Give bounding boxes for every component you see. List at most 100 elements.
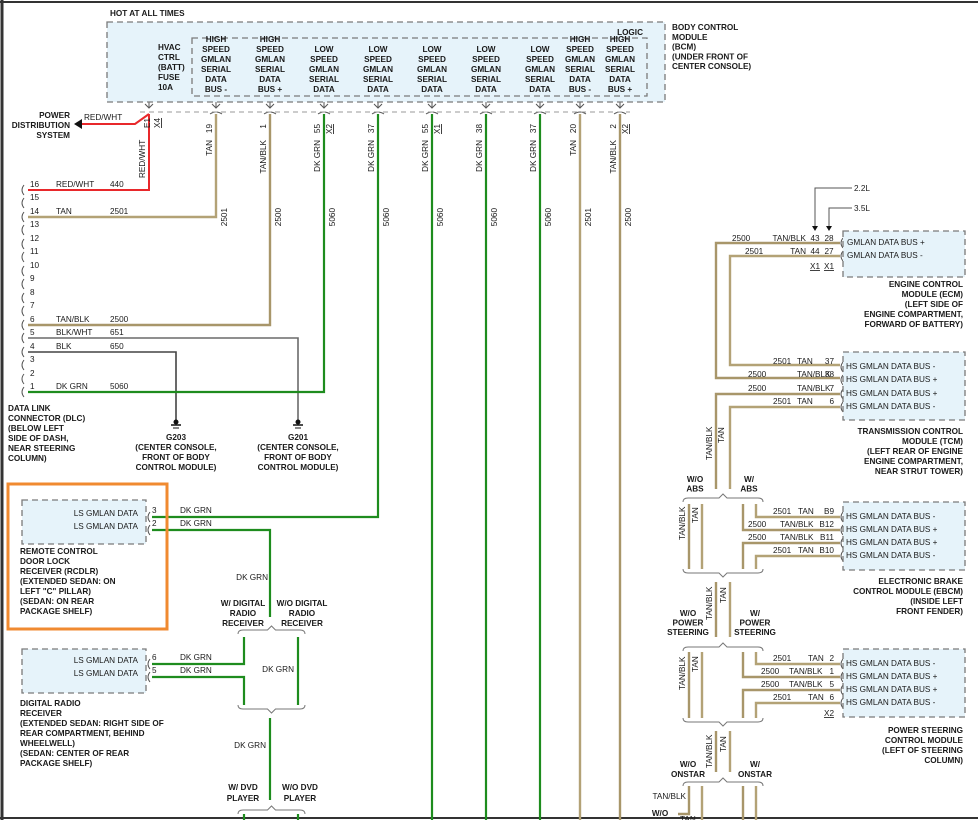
power-wire-color: RED/WHT [84, 113, 122, 122]
dlc-pin-number: 11 [30, 247, 39, 256]
digital-radio-name-line: (EXTENDED SEDAN: RIGHT SIDE OF [20, 719, 164, 728]
radio-wire-color: DK GRN [180, 666, 212, 675]
bcm-name-line: (BCM) [672, 43, 696, 52]
ebcm-wire-color: TAN [798, 507, 814, 516]
bcm-circuit-number: 2500 [274, 208, 283, 227]
bcm-pin-number: 55 [421, 124, 430, 134]
tan-label: TAN [691, 507, 700, 523]
engine-option-leader [829, 208, 852, 228]
bcm-circuit-4-label-line: SPEED [364, 55, 392, 64]
bcm-pin-number: 20 [569, 124, 578, 134]
pscm-pin-label: HS GMLAN DATA BUS + [846, 672, 938, 681]
option-with-ps-label-line: W/ [750, 609, 761, 618]
ps-join-brace [683, 718, 763, 726]
bcm-circuit-2-label-line: BUS + [258, 85, 283, 94]
bcm-circuit-5-label-line: GMLAN [417, 65, 447, 74]
fuse-label-line: (BATT) [158, 63, 185, 72]
option-without-ps-label-line: STEERING [667, 628, 709, 637]
ebcm-pin-number: B11 [820, 533, 834, 542]
tcm-pin-number: 37 [825, 357, 835, 366]
option-without-radio-label-line: W/O DIGITAL [277, 599, 328, 608]
bcm-circuit-9-label-line: BUS + [608, 85, 633, 94]
option-without-radio-label-line: RECEIVER [281, 619, 323, 628]
ebcm-pin-number: B10 [819, 546, 834, 555]
connector-pin-icon [22, 360, 24, 370]
bcm-circuit-1-label-line: HIGH [206, 35, 227, 44]
connector-pin-icon [22, 225, 24, 235]
bcm-circuit-6-label-line: DATA [475, 85, 497, 94]
bcm-connector-id: X2 [621, 124, 630, 134]
bcm-name-line: (UNDER FRONT OF [672, 52, 748, 61]
pscm-wire-color: TAN [808, 654, 824, 663]
ebcm-name-line: FRONT FENDER) [896, 607, 963, 616]
option-without-radio-label-line: RADIO [289, 609, 316, 618]
dlc-pin-number: 7 [30, 301, 35, 310]
ebcm-pin-number: B9 [824, 507, 834, 516]
digital-radio-name-line: PACKAGE SHELF) [20, 759, 92, 768]
ecm-pin-label: GMLAN DATA BUS + [847, 238, 925, 247]
rcdlr-name-line: LEFT "C" PILLAR) [20, 587, 91, 596]
dlc-wire-color: BLK/WHT [56, 328, 92, 337]
tcm-circuit-number: 2500 [748, 384, 767, 393]
tcm-wire-color: TAN [797, 397, 813, 406]
ebcm-pin-number: B12 [819, 520, 834, 529]
dlc-pin-number: 1 [30, 382, 35, 391]
ground-g201-label-line: FRONT OF BODY [264, 453, 332, 462]
dlc-wire-color: TAN/BLK [56, 315, 90, 324]
ps-in-minus-wire [756, 652, 840, 664]
connector-pin-icon [22, 293, 24, 303]
bcm-circuit-6-label-line: LOW [476, 45, 495, 54]
bcm-pin-number: 1 [259, 124, 268, 129]
ps-option-brace [683, 643, 763, 651]
power-connector-id: X4 [153, 118, 162, 128]
rcdlr-pin-number: 2 [152, 519, 157, 528]
pscm-wire-color: TAN [808, 693, 824, 702]
bcm-circuit-8-label-line: SPEED [566, 45, 594, 54]
connector-pin-icon [22, 185, 24, 195]
dlc-circuit-number: 2501 [110, 207, 129, 216]
ecm-circuit-number: 2500 [732, 234, 751, 243]
pscm-wire-color: TAN/BLK [789, 680, 823, 689]
bcm-wire-color: TAN [569, 140, 578, 156]
ground-g201-label-line: (CENTER CONSOLE, [257, 443, 338, 452]
bcm-circuit-3-label-line: DATA [313, 85, 335, 94]
connector-pin-icon [22, 279, 24, 289]
bcm-circuit-number: 2501 [584, 208, 593, 227]
dlc-pin-number: 13 [30, 220, 40, 229]
option-without-abs-label-line: W/O [687, 475, 704, 484]
dlc-wire-color: BLK [56, 342, 72, 351]
hot-at-all-times-label: HOT AT ALL TIMES [110, 9, 185, 18]
tcm-pin-label: HS GMLAN DATA BUS + [846, 375, 938, 384]
connector-pin-icon [22, 320, 24, 330]
option-with-radio-label-line: W/ DIGITAL [221, 599, 265, 608]
bcm-circuit-8-label-line: SERIAL [565, 65, 595, 74]
bcm-circuit-number: 2501 [220, 208, 229, 227]
bcm-wire-color: DK GRN [475, 140, 484, 172]
bcm-circuit-4-label-line: LOW [368, 45, 387, 54]
bcm-circuit-6-label-line: GMLAN [471, 65, 501, 74]
bcm-circuit-9-label-line: GMLAN [605, 55, 635, 64]
bcm-circuit-number: 5060 [382, 208, 391, 227]
connector-pin-icon [22, 306, 24, 316]
ecm-wire-color: TAN [790, 247, 806, 256]
ground-g203-label-line: G203 [166, 433, 186, 442]
dlc-circuit-number: 5060 [110, 382, 129, 391]
bcm-circuit-6-label-line: SERIAL [471, 75, 501, 84]
tan-blk-label: TAN/BLK [678, 506, 687, 540]
dk-grn-label: DK GRN [262, 665, 294, 674]
pscm-circuit-number: 2500 [761, 680, 780, 689]
dk-grn-label: DK GRN [236, 573, 268, 582]
connector-pin-icon [22, 374, 24, 384]
ecm-name-line: ENGINE CONTROL [889, 280, 963, 289]
dk-grn-label: DK GRN [234, 741, 266, 750]
ecm-circuit-number: 2501 [745, 247, 764, 256]
digital-radio-name-line: WHEELWELL) [20, 739, 75, 748]
bcm-circuit-1-label-line: GMLAN [201, 55, 231, 64]
dlc-wire-color: RED/WHT [56, 180, 94, 189]
option-without-ps-label-line: W/O [680, 609, 697, 618]
pscm-circuit-number: 2500 [761, 667, 780, 676]
rcdlr-wire-color: DK GRN [180, 519, 212, 528]
option-with-radio-label-line: RECEIVER [222, 619, 264, 628]
tcm-wire-color: TAN/BLK [797, 370, 831, 379]
